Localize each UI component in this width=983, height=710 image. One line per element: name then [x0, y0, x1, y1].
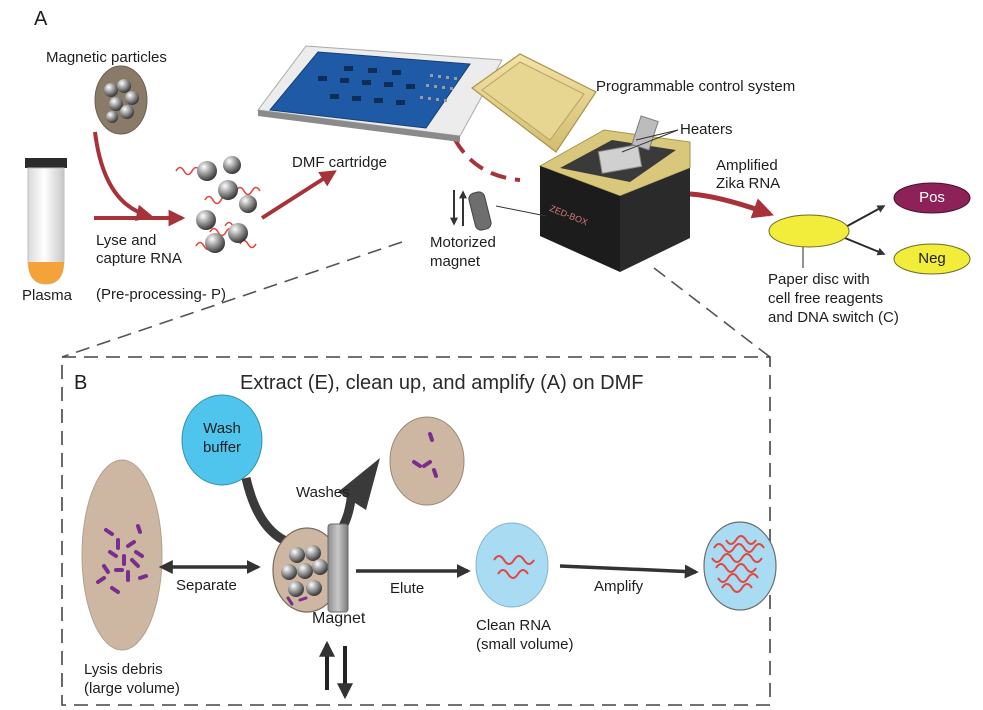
washes-label: Washes — [296, 484, 350, 501]
dmf-cartridge-label: DMF cartridge — [292, 154, 388, 171]
paper-disc-label-1: Paper disc with — [768, 271, 870, 288]
lysis-debris-label-1: Lysis debris — [84, 661, 163, 678]
panel-b-frame — [61, 356, 771, 706]
clean-rna-label-2: (small volume) — [476, 636, 574, 653]
lysis-debris-oval — [81, 459, 163, 651]
magnetic-particles-oval — [94, 65, 148, 135]
heaters-pointer — [635, 129, 679, 141]
amplify-arrow — [559, 564, 699, 579]
panel-b-label: B — [74, 372, 88, 394]
paper-disc — [768, 214, 850, 248]
plasma-label: Plasma — [22, 287, 73, 304]
preprocessing-label: (Pre-processing- P) — [96, 286, 227, 303]
washes-arrowhead — [338, 458, 380, 510]
wash-buffer-label-2: buffer — [202, 439, 242, 456]
magnetic-particles-label: Magnetic particles — [46, 49, 167, 66]
heaters-label: Heaters — [680, 121, 733, 138]
capture-beads — [196, 156, 257, 253]
panel-b-title: Extract (E), clean up, and amplify (A) o… — [240, 372, 644, 394]
pos-oval — [893, 182, 971, 214]
magnet-block — [327, 523, 349, 613]
amplify-label: Amplify — [594, 578, 644, 595]
arrow-device-to-paper — [689, 191, 774, 219]
zoom-line-left — [61, 241, 403, 358]
pos-label: Pos — [919, 189, 945, 206]
arrow-cartridge-to-device — [438, 91, 521, 182]
arrow-particles-to-mix — [93, 131, 154, 222]
motorized-magnet — [450, 190, 492, 231]
clean-rna-label-1: Clean RNA — [476, 617, 552, 634]
amplified-label-1: Amplified — [716, 157, 778, 174]
magnet-label: Magnet — [312, 610, 366, 627]
magnet-pointer — [495, 205, 547, 217]
paper-disc-group — [768, 182, 971, 275]
neg-oval — [893, 243, 971, 275]
neg-label: Neg — [918, 250, 946, 267]
clean-rna-oval — [475, 522, 549, 608]
wash-buffer-oval — [181, 394, 263, 486]
amplified-rna-oval — [703, 521, 777, 611]
plasma-tube — [25, 158, 67, 285]
lyse-label-2: capture RNA — [96, 250, 182, 267]
separate-label: Separate — [176, 577, 237, 594]
magnet-updown-arrows — [319, 640, 353, 700]
arrow-mix-to-cartridge — [260, 170, 337, 220]
paper-disc-label-3: and DNA switch (C) — [768, 309, 899, 326]
paper-disc-label-2: cell free reagents — [768, 290, 884, 307]
heaters-pointer-2 — [621, 129, 679, 153]
panel-a-label: A — [34, 8, 48, 30]
motorized-label-2: magnet — [430, 253, 481, 270]
lyse-label-1: Lyse and — [96, 232, 157, 249]
dmf-cartridge — [257, 45, 503, 142]
motorized-label-1: Motorized — [430, 234, 496, 251]
wash-buffer-label-1: Wash — [203, 420, 241, 437]
control-system-label: Programmable control system — [596, 78, 796, 95]
zoom-line-right — [653, 267, 771, 358]
waste-oval — [389, 416, 465, 506]
lysis-debris-label-2: (large volume) — [84, 680, 180, 697]
control-device — [470, 53, 691, 272]
elute-label: Elute — [390, 580, 425, 597]
amplified-label-2: Zika RNA — [716, 175, 781, 192]
